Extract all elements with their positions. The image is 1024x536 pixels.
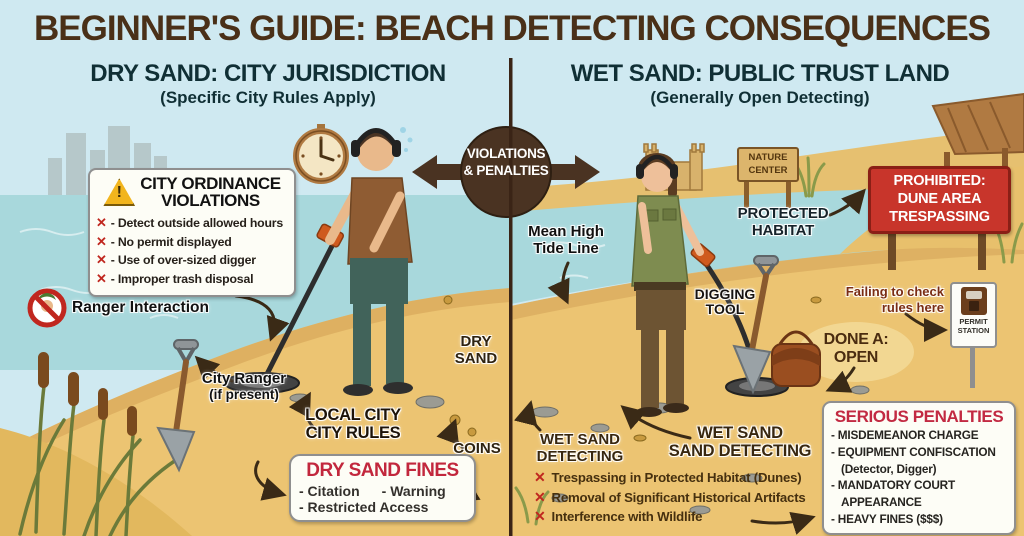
done-a-open-label: DONE A: OPEN <box>823 331 889 366</box>
x-icon: ✕ <box>534 469 546 485</box>
x-icon: ✕ <box>96 271 107 287</box>
permit-station-sign: PERMIT STATION <box>950 282 997 348</box>
right-heading-text: WET SAND: PUBLIC TRUST LAND <box>570 60 950 87</box>
failing-to-check-label: Failing to check rules here <box>845 284 944 315</box>
ranger-prohibition-icon <box>27 288 67 328</box>
digging-tool-label: DIGGING TOOL <box>694 286 756 318</box>
city-ordinance-violations-box: ! CITY ORDINANCE VIOLATIONS ✕ - Detect o… <box>88 168 296 298</box>
detectorist-man-illustration <box>224 127 413 396</box>
ordinance-item: ✕ - Use of over-sized digger <box>96 251 288 270</box>
penalties-box-title: SERIOUS PENALTIES <box>834 407 1004 426</box>
ranger-interaction-label: Ranger Interaction <box>72 299 209 316</box>
permit-pictogram-icon <box>960 287 987 315</box>
coins-label: COINS <box>453 440 501 457</box>
x-icon: ✕ <box>96 214 107 230</box>
nature-center-sign: NATURE CENTER <box>737 147 799 182</box>
left-dune <box>0 428 192 536</box>
fines-item: - Warning <box>381 483 446 499</box>
prohibited-sign-post <box>978 232 986 270</box>
nature-sign-post <box>786 180 791 208</box>
x-icon: ✕ <box>96 252 107 268</box>
x-icon: ✕ <box>534 488 546 505</box>
panel-divider <box>509 58 513 536</box>
fines-box-title: DRY SAND FINES <box>306 460 459 481</box>
penalty-item: - EQUIPMENT CONFISCATION <box>831 444 996 459</box>
wet-sand-detecting-label: WET SAND DETECTING <box>536 431 624 465</box>
clock-icon <box>293 124 349 184</box>
left-heading-text: DRY SAND: CITY JURISDICTION <box>90 60 446 87</box>
ordinance-item: ✕ - No permit displayed <box>96 233 288 252</box>
prohibited-sign-post <box>888 232 896 270</box>
mean-high-tide-label: Mean High Tide Line <box>528 223 604 257</box>
ordinance-box-title: CITY ORDINANCE VIOLATIONS <box>140 174 281 211</box>
ordinance-item: ✕ - Improper trash disposal <box>96 270 288 289</box>
x-icon: ✕ <box>534 508 546 525</box>
prohibited-dune-sign: PROHIBITED: DUNE AREA TRESPASSING <box>868 166 1011 234</box>
wet-sand-violations-list: ✕ Trespassing in Protected Habitat (Dune… <box>534 468 834 527</box>
violations-penalties-badge <box>412 126 600 218</box>
shovel-icon <box>732 255 779 395</box>
permit-sign-pole <box>970 346 975 388</box>
annotation-arrows <box>194 188 948 535</box>
penalty-item: - MANDATORY COURT <box>831 478 955 493</box>
x-icon: ✕ <box>96 233 107 249</box>
right-subheading-text: (Generally Open Detecting) <box>650 88 870 108</box>
serious-penalties-box: SERIOUS PENALTIES - MISDEMEANOR CHARGE -… <box>822 401 1016 535</box>
fines-item: - Citation <box>299 483 360 499</box>
violation-item: ✕ Trespassing in Protected Habitat (Dune… <box>534 468 834 488</box>
page-title: BEGINNER'S GUIDE: BEACH DETECTING CONSEQ… <box>33 9 991 48</box>
left-panel-heading: DRY SAND: CITY JURISDICTION (Specific Ci… <box>58 60 478 108</box>
cattails <box>18 352 178 536</box>
nature-sign-post <box>744 180 749 208</box>
penalty-item-detail: (Detector, Digger) <box>841 461 937 476</box>
ordinance-item: ✕ - Detect outside allowed hours <box>96 214 288 233</box>
penalty-item: - MISDEMEANOR CHARGE <box>831 428 979 442</box>
dry-sand-label: DRY SAND <box>454 333 498 367</box>
right-panel-heading: WET SAND: PUBLIC TRUST LAND (Generally O… <box>550 60 970 108</box>
left-subheading-text: (Specific City Rules Apply) <box>160 88 376 108</box>
violation-item: ✕ Interference with Wildlife <box>534 507 834 527</box>
warning-triangle-icon: ! <box>103 178 136 207</box>
protected-habitat-label: PROTECTED HABITAT <box>737 205 829 239</box>
penalty-item: - HEAVY FINES ($$$) <box>831 511 943 526</box>
violation-item: ✕ Removal of Significant Historical Arti… <box>534 488 834 508</box>
penalty-item-continued: APPEARANCE <box>841 495 922 509</box>
left-wet-sand-edge <box>0 288 511 466</box>
satchel-bag-icon <box>771 330 821 387</box>
dry-sand-fines-box: DRY SAND FINES - Citation - Warning - Re… <box>289 454 476 522</box>
sweat-drops <box>400 127 413 152</box>
city-ranger-label: City Ranger (if present) <box>201 370 287 402</box>
violations-penalties-label: VIOLATIONS & PENALTIES <box>463 146 549 178</box>
fines-item: - Restricted Access <box>299 499 429 515</box>
open-zone-patch <box>798 322 914 382</box>
shovel-icon <box>156 339 199 473</box>
wet-sand-sand-detecting-label: WET SAND SAND DETECTING <box>668 424 812 461</box>
local-city-rules-label: LOCAL CITY CITY RULES <box>305 406 401 443</box>
